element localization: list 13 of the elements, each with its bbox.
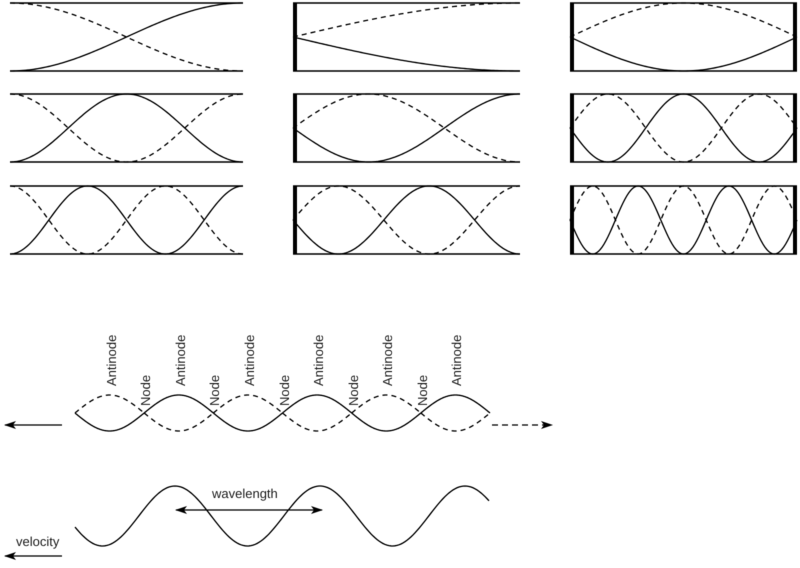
wave-point-label: Node <box>208 374 222 406</box>
wave-point-label: Node <box>346 374 360 406</box>
wave-point-label: Antinode <box>242 334 256 386</box>
wave-point-label: Antinode <box>312 334 326 386</box>
wave-point-label: Antinode <box>174 334 187 386</box>
wave-point-label: Antinode <box>450 334 464 386</box>
dimension-label: wavelength <box>212 487 278 500</box>
velocity-label: velocity <box>16 535 60 548</box>
wave-point-label: Node <box>278 374 290 406</box>
wave-point-label: Node <box>139 374 152 406</box>
wave-point-label: Antinode <box>381 334 394 386</box>
wave-point-label: Node <box>416 374 429 406</box>
wave-point-label: Antinode <box>104 334 118 386</box>
